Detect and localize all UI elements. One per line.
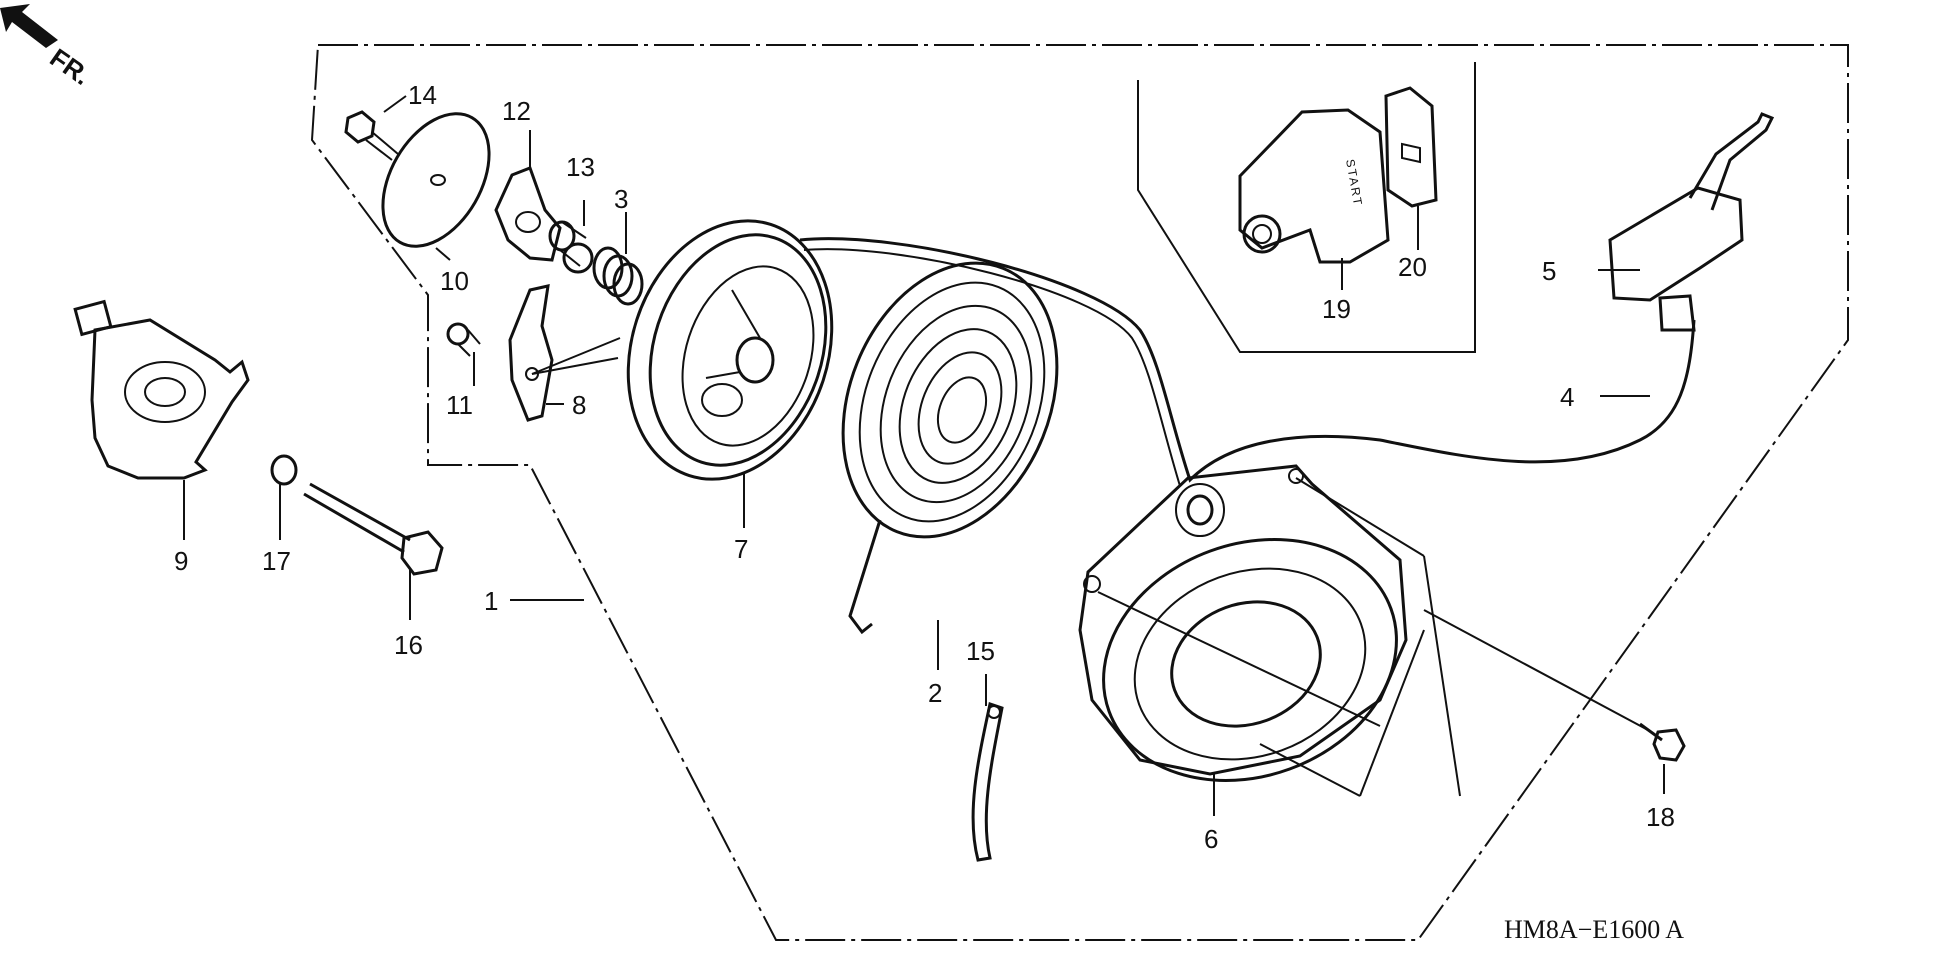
part-number-1: 1 — [484, 586, 498, 616]
ratchet-hub — [73, 299, 250, 480]
part-number-13: 13 — [566, 152, 595, 182]
start-knob: START — [1238, 108, 1390, 264]
part-number-19: 19 — [1322, 294, 1351, 324]
ratchet-pin — [446, 322, 481, 357]
part-number-20: 20 — [1398, 252, 1427, 282]
direction-label: FR. — [45, 42, 97, 91]
collar — [548, 220, 594, 274]
ratchet-pawl — [508, 284, 621, 422]
starter-grip — [1608, 112, 1775, 332]
part-number-2: 2 — [928, 678, 942, 708]
part-number-12: 12 — [502, 96, 531, 126]
part-number-5: 5 — [1542, 256, 1556, 286]
bolt-16 — [303, 482, 444, 576]
part-number-16: 16 — [394, 630, 423, 660]
part-number-4: 4 — [1560, 382, 1574, 412]
part-number-3: 3 — [614, 184, 628, 214]
part-number-8: 8 — [572, 390, 586, 420]
start-text: START — [1343, 158, 1365, 208]
front-direction-arrow-icon — [0, 4, 58, 48]
recoil-spring — [841, 261, 1059, 635]
starter-rope — [799, 237, 1696, 483]
part-number-7: 7 — [734, 534, 748, 564]
reference-code: HM8A−E1600 A — [1504, 915, 1684, 944]
part-number-14: 14 — [408, 80, 437, 110]
starter-case — [1078, 464, 1408, 782]
assembly-outline — [310, 44, 1849, 941]
part-number-11: 11 — [446, 390, 473, 420]
friction-spring — [592, 246, 644, 306]
rope-label-tag — [971, 702, 1004, 862]
part-number-10: 10 — [440, 266, 469, 296]
ratchet-guide — [494, 166, 562, 262]
reel-pulley — [626, 219, 834, 481]
part-number-9: 9 — [174, 546, 188, 576]
part-numbers: 1 2 3 4 5 6 7 8 9 10 11 12 13 14 15 16 1… — [174, 80, 1675, 854]
knob-insert — [1384, 86, 1438, 208]
inset-box — [1137, 62, 1476, 353]
friction-plate — [381, 112, 491, 248]
part-number-17: 17 — [262, 546, 291, 576]
leader-lines — [183, 95, 1665, 816]
part-number-18: 18 — [1646, 802, 1675, 832]
part-number-6: 6 — [1204, 824, 1218, 854]
bolt-14 — [344, 110, 399, 161]
part-number-15: 15 — [966, 636, 995, 666]
washer-17 — [270, 454, 298, 486]
